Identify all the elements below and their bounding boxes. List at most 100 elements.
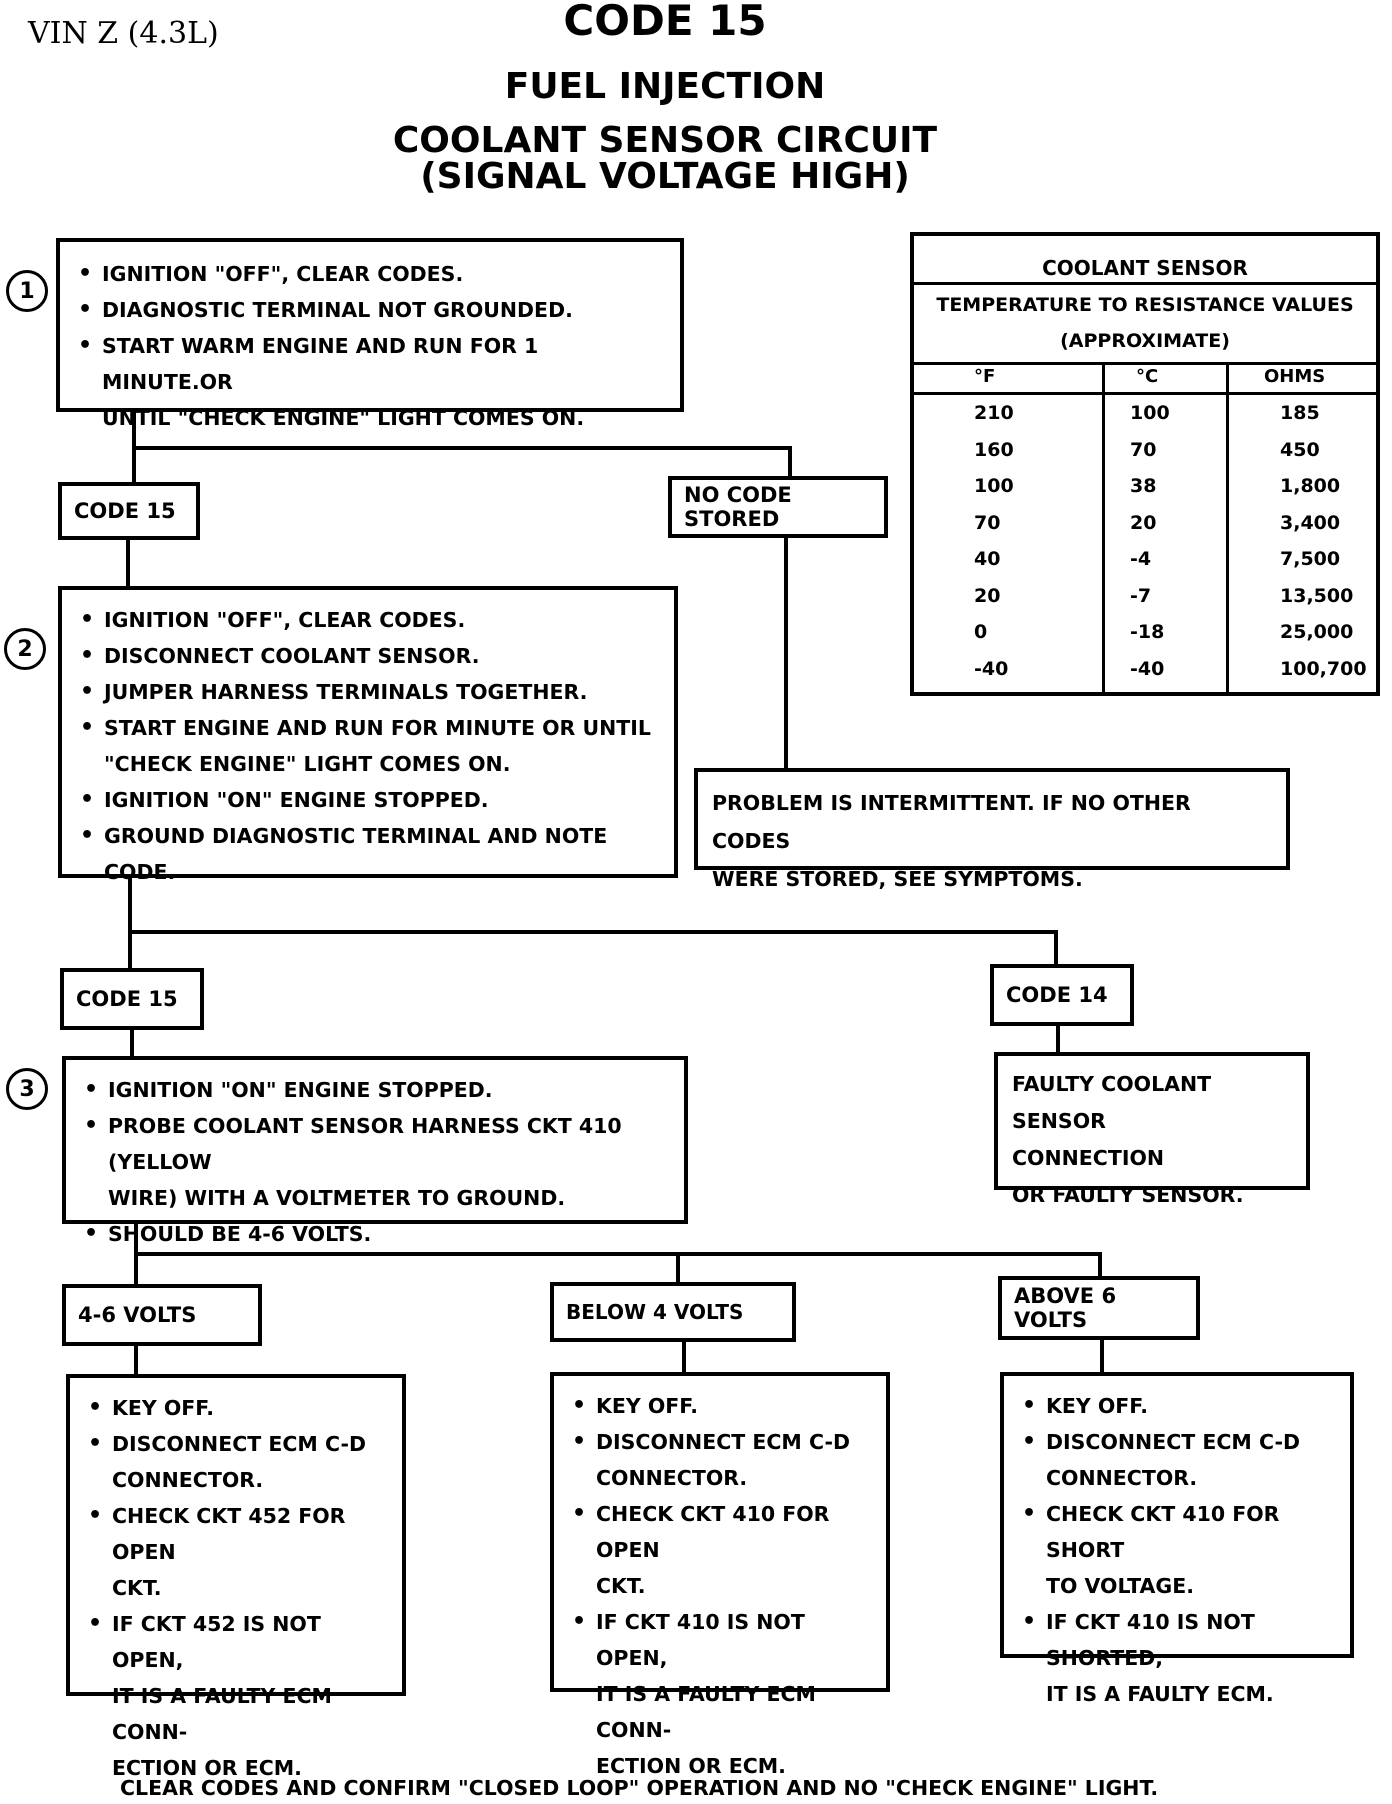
- table-cell: 20: [974, 584, 1001, 607]
- page-title: CODE 15: [563, 0, 767, 45]
- table-cell: -40: [974, 657, 1009, 680]
- step-2-item: GROUND DIAGNOSTIC TERMINAL AND NOTE CODE…: [76, 818, 660, 890]
- connector-line: [1054, 930, 1058, 970]
- connector-line: [132, 446, 792, 450]
- footer-instruction: CLEAR CODES AND CONFIRM "CLOSED LOOP" OP…: [120, 1776, 1159, 1800]
- connector-line: [130, 1026, 134, 1060]
- step-2-item: IGNITION "ON" ENGINE STOPPED.: [76, 782, 660, 818]
- table-cell: 0: [974, 621, 988, 643]
- code-14-box: CODE 14: [990, 964, 1134, 1026]
- result-item: IF CKT 410 IS NOT SHORTED, IT IS A FAULT…: [1018, 1604, 1336, 1712]
- table-cell: 450: [1280, 438, 1320, 461]
- table-divider: [914, 282, 1376, 285]
- table-cell: -40: [1130, 657, 1165, 680]
- result-4-6-volts-box: KEY OFF. DISCONNECT ECM C-D CONNECTOR. C…: [66, 1374, 406, 1780]
- step-1-item: START WARM ENGINE AND RUN FOR 1 MINUTE.O…: [74, 328, 666, 436]
- header-fahrenheit: °F: [974, 366, 996, 387]
- result-item: CHECK CKT 452 FOR OPEN CKT.: [84, 1498, 388, 1606]
- step-3-marker: 3: [6, 1068, 48, 1110]
- step-2-marker: 2: [4, 628, 46, 670]
- table-subtitle-approx: (APPROXIMATE): [1060, 330, 1230, 352]
- table-cell: -7: [1130, 584, 1152, 607]
- above-6-volts-box: ABOVE 6 VOLTS: [998, 1276, 1200, 1340]
- result-above-6-volts-box: KEY OFF. DISCONNECT ECM C-D CONNECTOR. C…: [1000, 1372, 1354, 1706]
- table-cell: 20: [1130, 511, 1157, 534]
- connector-line: [132, 402, 136, 486]
- table-cell: 100,700: [1280, 657, 1367, 680]
- table-cell: 100: [1130, 402, 1170, 424]
- code-15-confirm-box: CODE 15: [60, 968, 204, 1030]
- connector-line: [1100, 1336, 1104, 1376]
- step-1-box: IGNITION "OFF", CLEAR CODES. DIAGNOSTIC …: [56, 238, 684, 430]
- result-item: CHECK CKT 410 FOR SHORT TO VOLTAGE.: [1018, 1496, 1336, 1604]
- table-cell: 100: [974, 475, 1014, 497]
- volts-4-6-box: 4-6 VOLTS: [62, 1284, 262, 1346]
- step-1-item: DIAGNOSTIC TERMINAL NOT GROUNDED.: [74, 292, 666, 328]
- table-cell: 210: [974, 402, 1014, 424]
- connector-line: [128, 930, 1058, 934]
- table-cell: 70: [1130, 438, 1157, 461]
- step-3-box: IGNITION "ON" ENGINE STOPPED. PROBE COOL…: [62, 1056, 688, 1252]
- table-subtitle: TEMPERATURE TO RESISTANCE VALUES: [936, 294, 1354, 316]
- header-celsius: °C: [1136, 366, 1159, 387]
- connector-line: [134, 1218, 138, 1318]
- table-cell: 7,500: [1280, 548, 1341, 570]
- connector-line: [682, 1336, 686, 1376]
- result-item: IF CKT 452 IS NOT OPEN, IT IS A FAULTY E…: [84, 1606, 388, 1786]
- table-divider: [914, 392, 1376, 395]
- result-item: CHECK CKT 410 FOR OPEN CKT.: [568, 1496, 872, 1604]
- table-column-divider: [1102, 362, 1105, 696]
- step-3-item: PROBE COOLANT SENSOR HARNESS CKT 410 (YE…: [80, 1108, 670, 1216]
- table-cell: 40: [974, 548, 1001, 570]
- system-title: FUEL INJECTION: [504, 66, 826, 107]
- connector-line: [134, 1342, 138, 1378]
- result-item: KEY OFF.: [84, 1390, 388, 1426]
- table-column-divider: [1226, 362, 1229, 696]
- result-item: KEY OFF.: [1018, 1388, 1336, 1424]
- table-cell: 3,400: [1280, 511, 1341, 534]
- connector-line: [788, 446, 792, 480]
- result-item: KEY OFF.: [568, 1388, 872, 1424]
- step-3-item: IGNITION "ON" ENGINE STOPPED.: [80, 1072, 670, 1108]
- table-cell: 1,800: [1280, 475, 1341, 497]
- code-14-note-box: FAULTY COOLANT SENSOR CONNECTION OR FAUL…: [994, 1052, 1310, 1207]
- table-cell: 13,500: [1280, 584, 1354, 607]
- header-ohms: OHMS: [1264, 366, 1326, 387]
- no-code-stored-box: NO CODE STORED: [668, 476, 888, 538]
- step-2-box: IGNITION "OFF", CLEAR CODES. DISCONNECT …: [58, 586, 678, 884]
- table-cell: 38: [1130, 475, 1157, 497]
- table-title: COOLANT SENSOR: [1042, 256, 1248, 280]
- table-cell: 25,000: [1280, 621, 1354, 643]
- connector-line: [676, 1252, 680, 1286]
- table-cell: -4: [1130, 548, 1152, 570]
- table-cell: 185: [1280, 402, 1320, 424]
- table-cell: -18: [1130, 621, 1165, 643]
- result-item: IF CKT 410 IS NOT OPEN, IT IS A FAULTY E…: [568, 1604, 872, 1784]
- connector-line: [1098, 1252, 1102, 1280]
- below-4-volts-box: BELOW 4 VOLTS: [550, 1282, 796, 1342]
- coolant-sensor-table: COOLANT SENSOR TEMPERATURE TO RESISTANCE…: [910, 232, 1380, 696]
- connector-line: [126, 536, 130, 590]
- circuit-title-line1: COOLANT SENSOR CIRCUIT: [392, 120, 938, 161]
- step-2-item: DISCONNECT COOLANT SENSOR.: [76, 638, 660, 674]
- result-item: DISCONNECT ECM C-D CONNECTOR.: [568, 1424, 872, 1496]
- step-2-item: IGNITION "OFF", CLEAR CODES.: [76, 602, 660, 638]
- step-3-item: SHOULD BE 4-6 VOLTS.: [80, 1216, 670, 1252]
- connector-line: [134, 1252, 1102, 1256]
- intermittent-note-box: PROBLEM IS INTERMITTENT. IF NO OTHER COD…: [694, 768, 1290, 891]
- connector-line: [128, 874, 132, 972]
- result-item: DISCONNECT ECM C-D CONNECTOR.: [84, 1426, 388, 1498]
- result-item: DISCONNECT ECM C-D CONNECTOR.: [1018, 1424, 1336, 1496]
- step-1-marker: 1: [6, 270, 48, 312]
- connector-line: [784, 536, 788, 772]
- step-2-item: START ENGINE AND RUN FOR MINUTE OR UNTIL…: [76, 710, 660, 782]
- result-below-4-volts-box: KEY OFF. DISCONNECT ECM C-D CONNECTOR. C…: [550, 1372, 890, 1778]
- circuit-title-line2: (SIGNAL VOLTAGE HIGH): [420, 156, 910, 197]
- vin-label: VIN Z (4.3L): [28, 16, 219, 51]
- table-divider: [914, 362, 1376, 365]
- table-cell: 160: [974, 438, 1014, 461]
- step-1-item: IGNITION "OFF", CLEAR CODES.: [74, 256, 666, 292]
- step-2-item: JUMPER HARNESS TERMINALS TOGETHER.: [76, 674, 660, 710]
- connector-line: [1056, 1022, 1060, 1056]
- table-cell: 70: [974, 511, 1001, 534]
